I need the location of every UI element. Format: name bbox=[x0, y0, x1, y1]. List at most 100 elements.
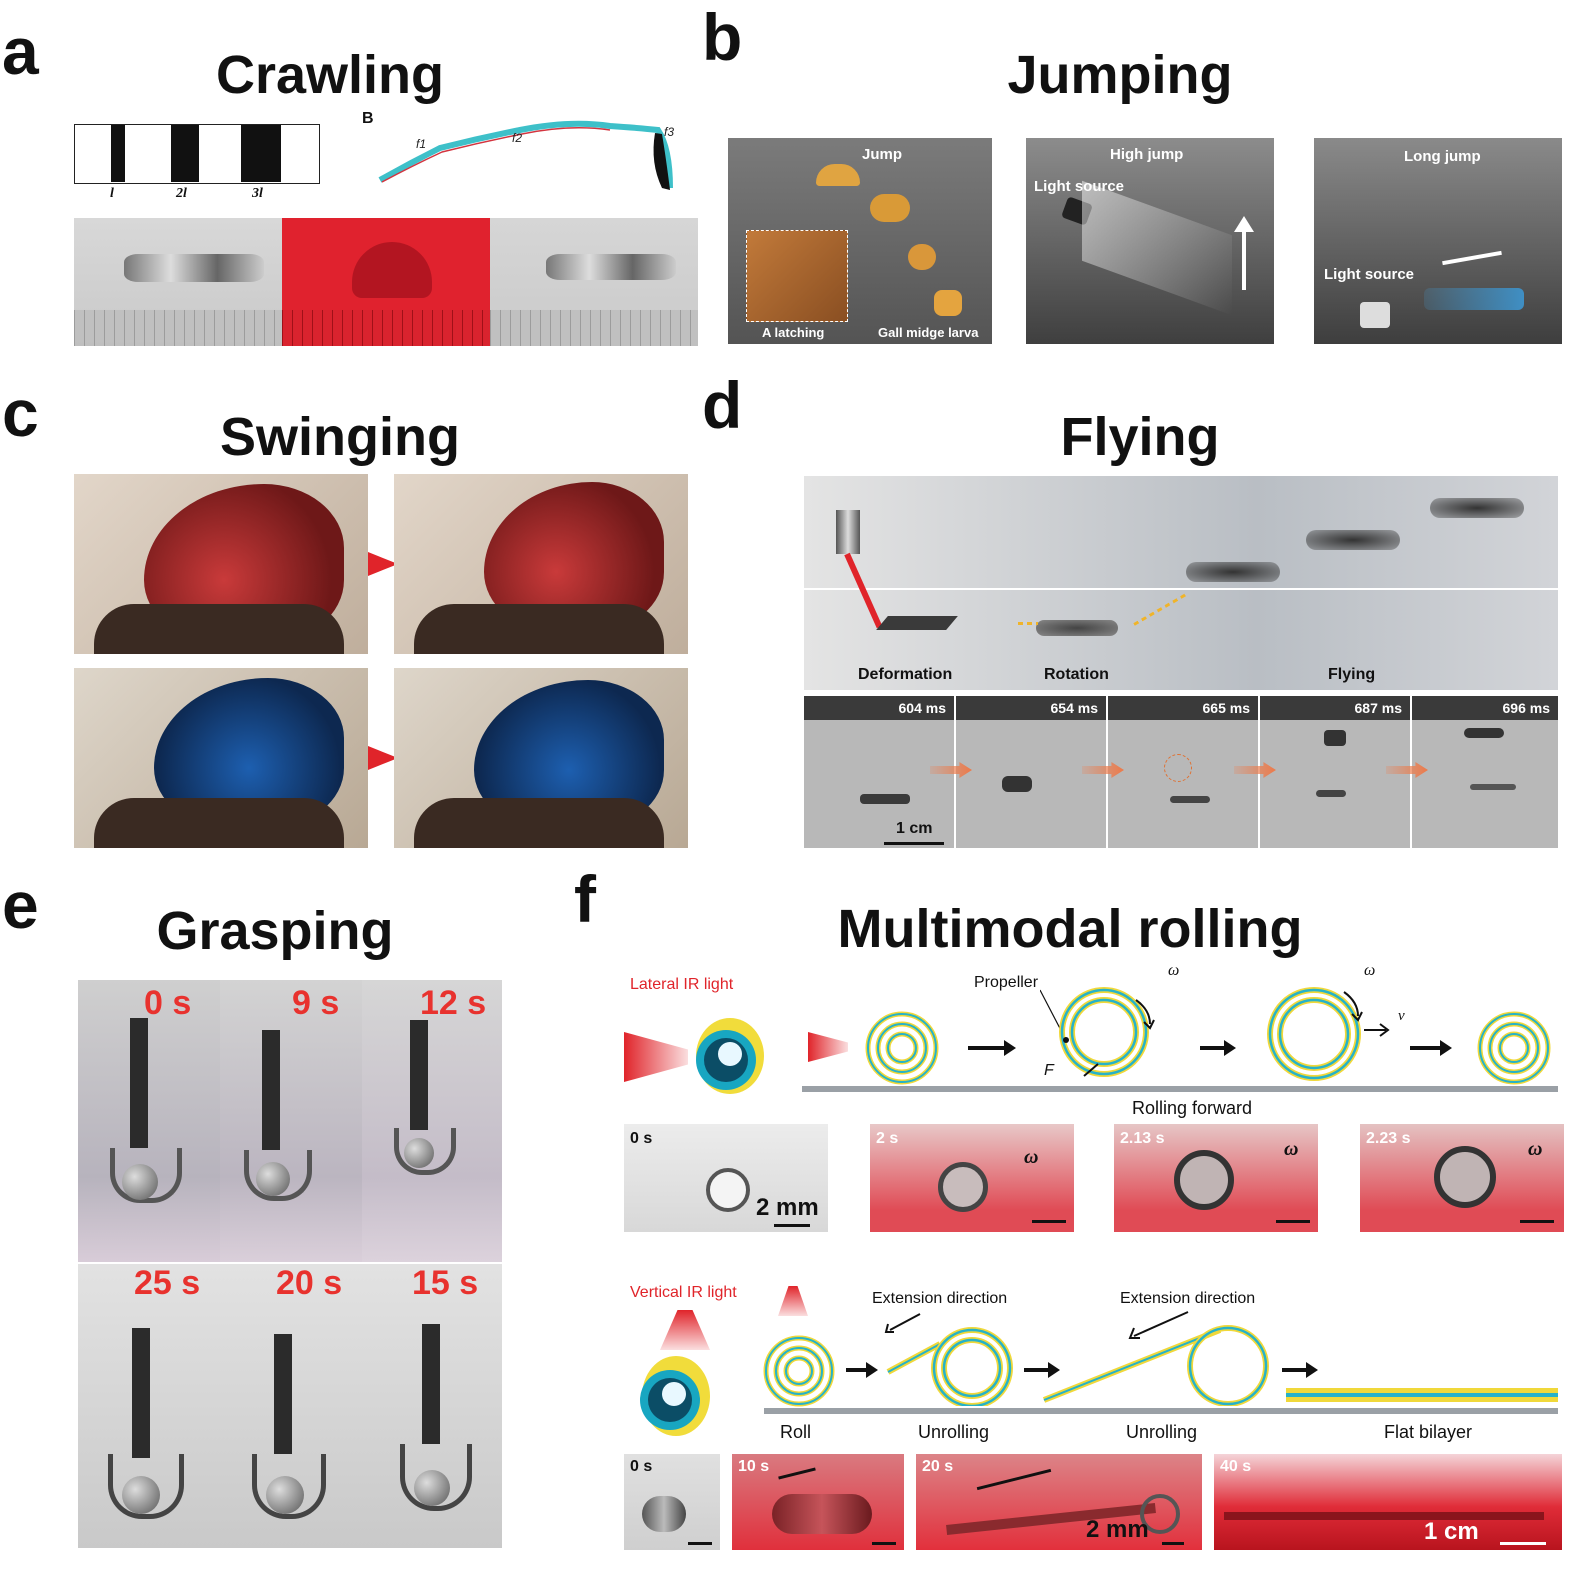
panel-f-title: Multimodal rolling bbox=[837, 899, 1303, 959]
flat-bilayer-diagram bbox=[1286, 1388, 1558, 1402]
unroll-diagram-1 bbox=[884, 1313, 1013, 1406]
crawling-photo-2 bbox=[282, 218, 490, 346]
larva-icon bbox=[908, 244, 936, 270]
orange-arrow-icon bbox=[1234, 762, 1276, 778]
panel-f-letter: f bbox=[574, 862, 596, 936]
roll-photo-2s: 2 s ω bbox=[870, 1124, 1074, 1232]
butterfly-blue-2 bbox=[394, 668, 688, 848]
orange-arrow-icon bbox=[1082, 762, 1124, 778]
extension-label-2: Extension direction bbox=[1120, 1290, 1256, 1307]
time-label: 12 s bbox=[420, 984, 487, 1022]
ruler bbox=[490, 310, 698, 346]
larva-label: Gall midge larva bbox=[878, 325, 979, 340]
bar-stripe-2 bbox=[171, 125, 199, 182]
flying-diagram: Deformation Rotation Flying bbox=[804, 476, 1558, 690]
roll-diagram-1 bbox=[865, 1011, 939, 1085]
laser-beam bbox=[844, 552, 883, 629]
ir-light-icon bbox=[624, 1032, 688, 1082]
butterfly-red-1 bbox=[74, 474, 368, 654]
bar-label-2: 2l bbox=[176, 186, 187, 201]
light-beam bbox=[1082, 180, 1232, 316]
unroll-diagram-2 bbox=[1042, 1311, 1269, 1406]
bar-label-1: l bbox=[110, 186, 114, 201]
panel-d-letter: d bbox=[702, 368, 743, 442]
flying-frame-1: 604 ms 1 cm bbox=[804, 696, 954, 848]
panel-e-title: Grasping bbox=[156, 901, 394, 961]
long-jump-light-label: Light source bbox=[1324, 266, 1415, 283]
unroll-photo-0s: 0 s bbox=[624, 1454, 720, 1550]
flying-frame-3: 665 ms bbox=[1108, 696, 1258, 848]
flying-frame-4: 687 ms bbox=[1260, 696, 1410, 848]
grasp-frame-12s: 12 s bbox=[362, 980, 502, 1262]
right-arrow-icon bbox=[1282, 1368, 1308, 1372]
roll-photo-213s: 2.13 s ω bbox=[1114, 1124, 1318, 1232]
panel-b-title: Jumping bbox=[1007, 45, 1233, 105]
stage-flat-bilayer: Flat bilayer bbox=[1384, 1422, 1473, 1442]
right-arrow-icon bbox=[846, 1368, 868, 1372]
panel-d-title: Flying bbox=[1060, 407, 1220, 467]
omega-label: ω bbox=[1024, 1146, 1039, 1168]
omega-label: ω bbox=[1284, 1138, 1299, 1160]
time-label: 696 ms bbox=[1412, 696, 1558, 720]
unroll-photo-10s: 10 s bbox=[732, 1454, 904, 1550]
stage-unrolling-1: Unrolling bbox=[918, 1422, 990, 1442]
roll-photo-0s: 0 s 2 mm bbox=[624, 1124, 828, 1232]
panel-a-title: Crawling bbox=[215, 45, 445, 105]
latching-inset bbox=[746, 230, 848, 322]
time-label: 2.23 s bbox=[1366, 1130, 1411, 1147]
long-jump-title: Long jump bbox=[1404, 148, 1481, 165]
bar-stripe-1 bbox=[111, 125, 125, 182]
long-jump-image: Long jump Light source bbox=[1314, 138, 1562, 344]
right-arrow-icon bbox=[1410, 1046, 1442, 1050]
ir-light-icon bbox=[808, 1032, 848, 1062]
red-arrow-icon bbox=[368, 552, 398, 576]
unroll-photo-40s: 40 s 1 cm bbox=[1214, 1454, 1562, 1550]
high-jump-image: High jump Light source bbox=[1026, 138, 1274, 344]
rotor-icon bbox=[1036, 620, 1118, 636]
grasp-frame-9s: 9 s bbox=[220, 980, 362, 1262]
ruler bbox=[282, 310, 490, 346]
scale-bar bbox=[1032, 1220, 1066, 1223]
panel-e-letter: e bbox=[2, 868, 39, 942]
time-label: 687 ms bbox=[1260, 696, 1410, 720]
time-label: 654 ms bbox=[956, 696, 1106, 720]
stage-unrolling-2: Unrolling bbox=[1126, 1422, 1198, 1442]
latching-label: A latching bbox=[762, 325, 825, 340]
stage-flying: Flying bbox=[1328, 666, 1376, 683]
rolled-film-icon bbox=[696, 1018, 764, 1094]
butterfly-red-2 bbox=[394, 474, 688, 654]
jump-title: Jump bbox=[862, 146, 903, 163]
vertical-ir-label: Vertical IR light bbox=[630, 1284, 737, 1301]
propeller-label: Propeller bbox=[974, 974, 1039, 991]
light-source-icon bbox=[1360, 302, 1390, 328]
grasp-frame-20s: 20 s bbox=[220, 1264, 362, 1548]
time-label: 9 s bbox=[292, 984, 340, 1022]
panel-c-title: Swinging bbox=[220, 407, 460, 467]
time-label: 20 s bbox=[922, 1458, 954, 1475]
time-label: 40 s bbox=[1220, 1458, 1252, 1475]
stage-rotation: Rotation bbox=[1044, 666, 1109, 683]
time-label: 665 ms bbox=[1108, 696, 1258, 720]
left-arrow-icon bbox=[1442, 250, 1502, 266]
film-icon bbox=[876, 616, 958, 630]
omega-label: ω bbox=[1364, 962, 1376, 979]
roll-photo-223s: 2.23 s ω bbox=[1360, 1124, 1564, 1232]
scale-label: 2 mm bbox=[1086, 1516, 1149, 1543]
time-label: 0 s bbox=[630, 1458, 653, 1475]
inset-label-b: B bbox=[362, 110, 374, 127]
laser-icon bbox=[836, 510, 860, 554]
stage-deformation: Deformation bbox=[858, 666, 953, 683]
scale-bar bbox=[688, 1542, 712, 1545]
larva-icon bbox=[934, 290, 962, 316]
omega-label: ω bbox=[1168, 962, 1180, 979]
scale-label: 2 mm bbox=[756, 1194, 819, 1221]
omega-label: ω bbox=[1528, 1138, 1543, 1160]
grasp-frame-15s: 15 s bbox=[362, 1264, 502, 1548]
roll-diagram-vert-1 bbox=[763, 1335, 835, 1407]
high-jump-title: High jump bbox=[1110, 146, 1184, 163]
velocity-label: v bbox=[1398, 1008, 1405, 1024]
up-arrow-icon bbox=[1242, 228, 1246, 290]
right-arrow-icon bbox=[1024, 1368, 1050, 1372]
force-label: F bbox=[1044, 1062, 1054, 1079]
crawling-bar-diagram bbox=[74, 124, 320, 184]
